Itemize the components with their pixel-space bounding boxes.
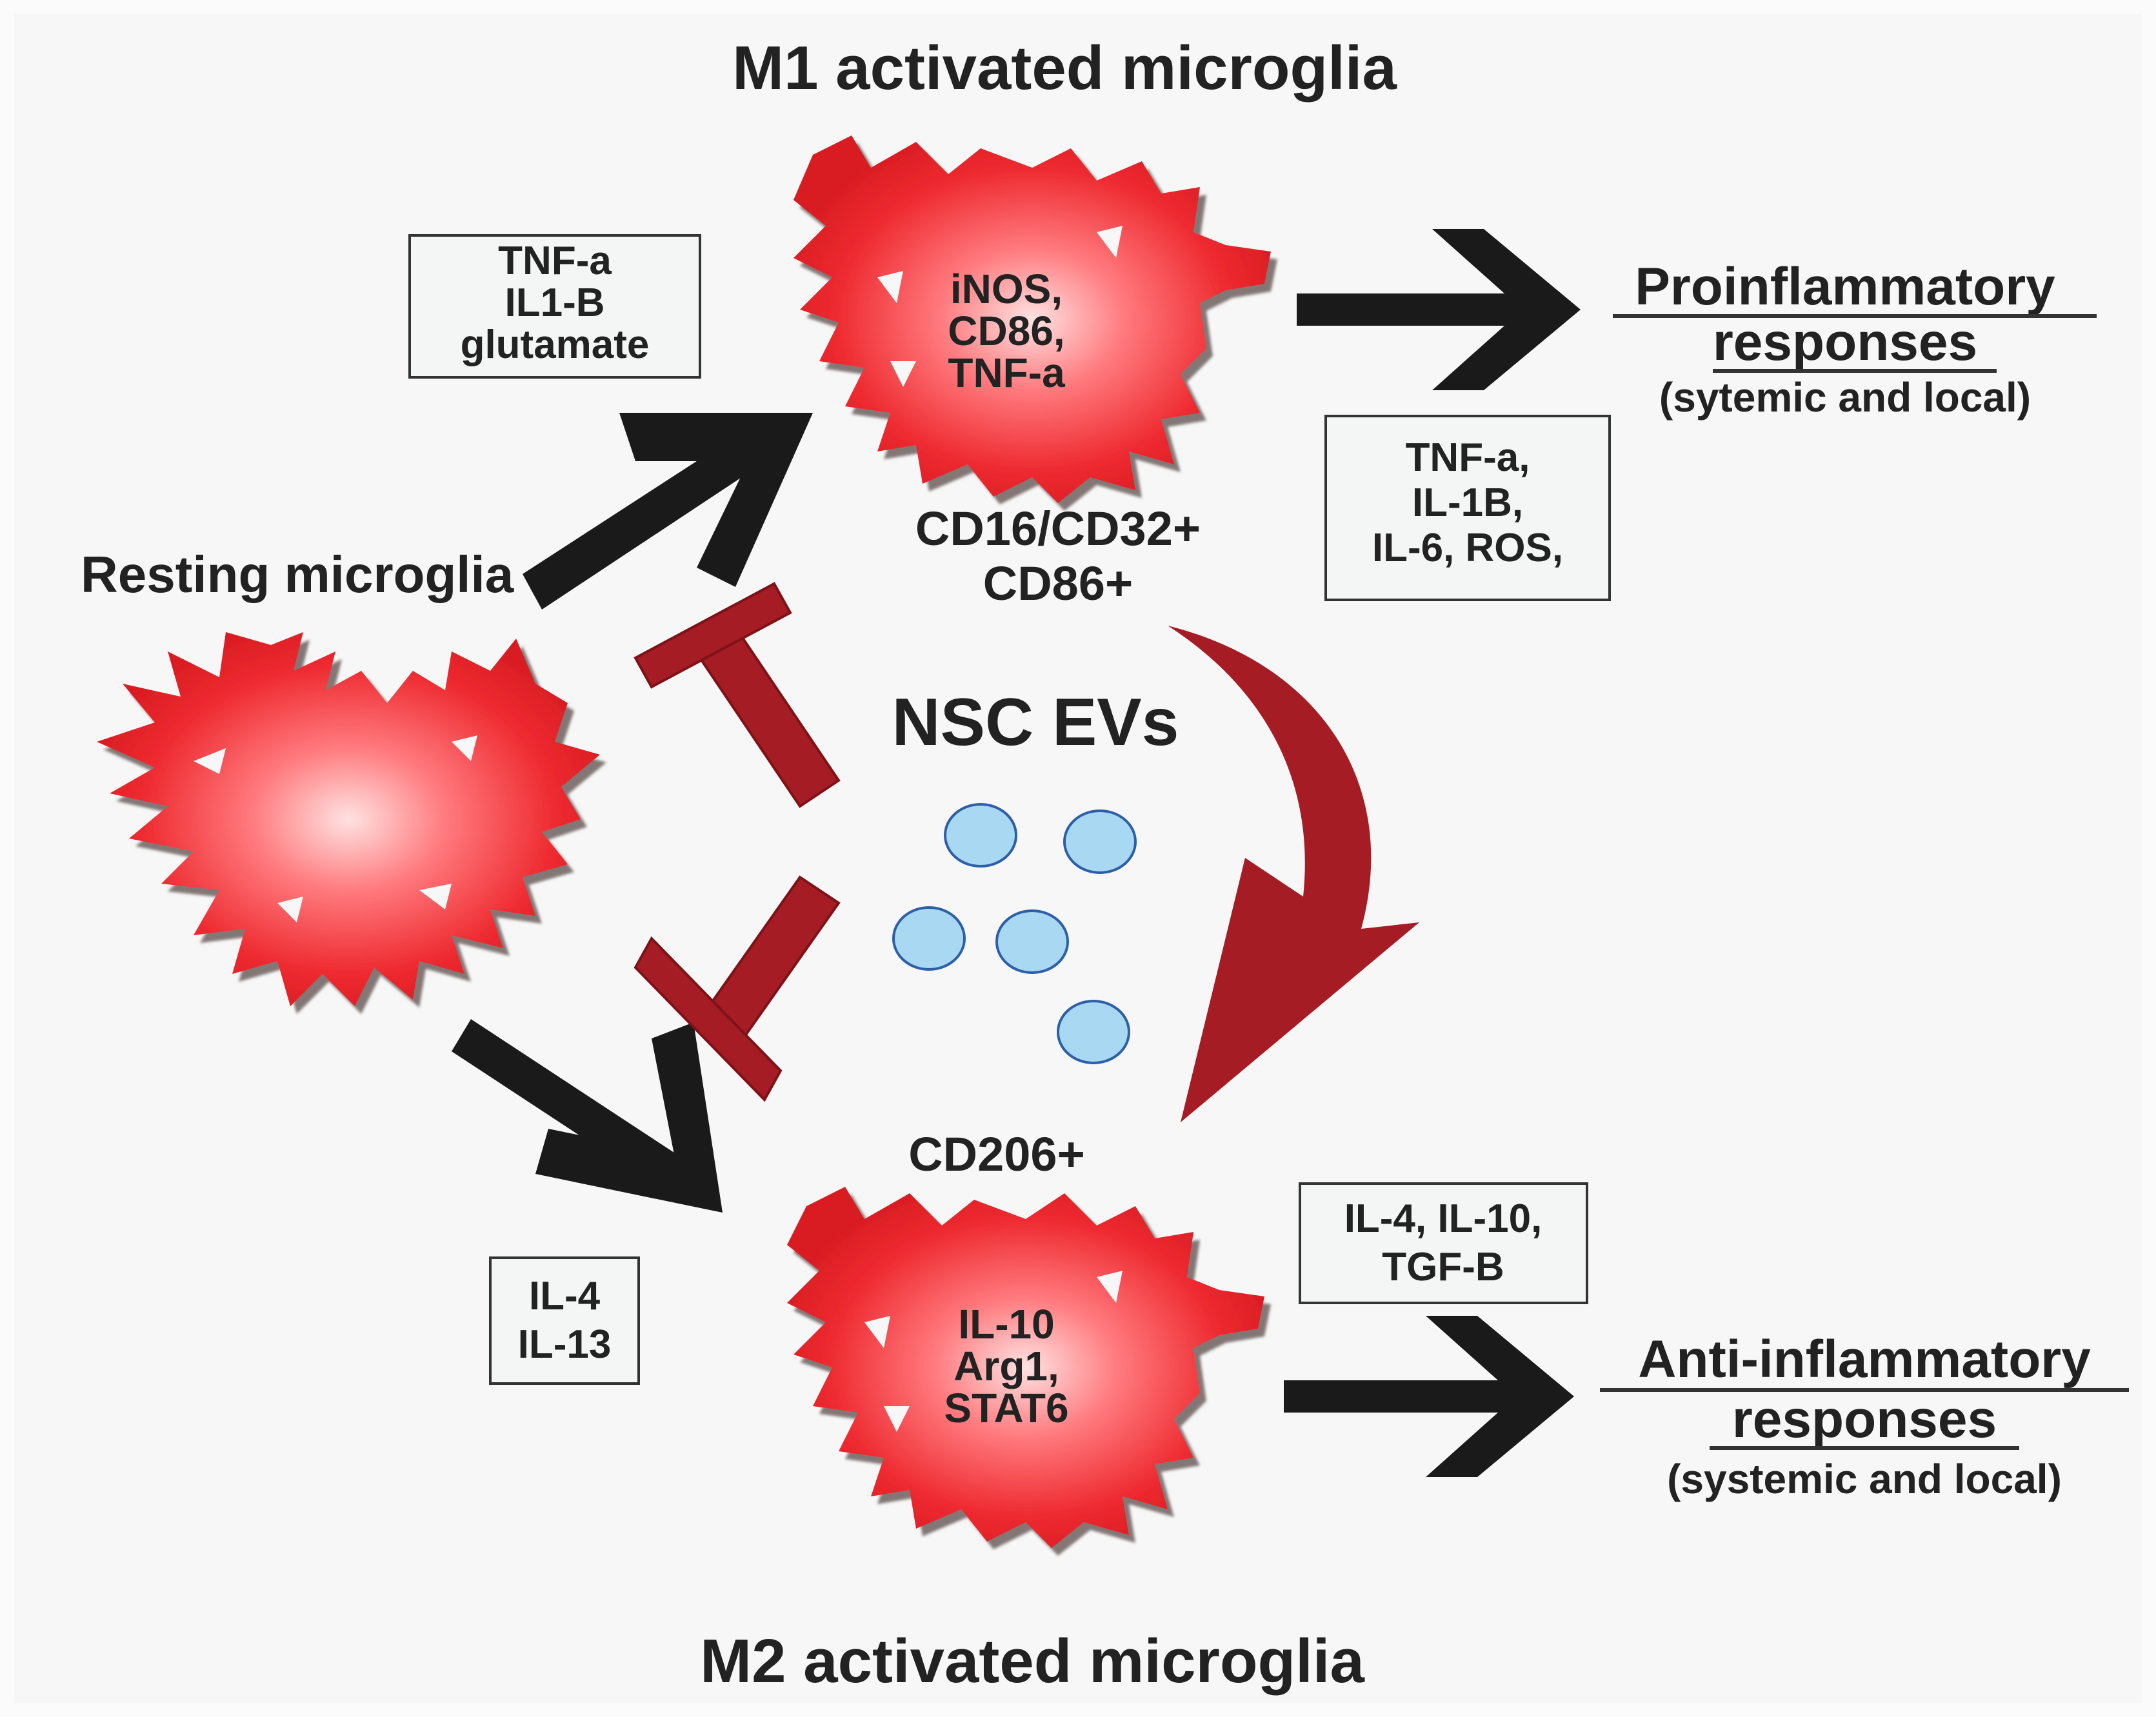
m2-marker-2: Arg1, (953, 1343, 1059, 1389)
svg-text:IL-13: IL-13 (518, 1322, 612, 1367)
m2-secreted-box: IL-4, IL-10, TGF-B (1299, 1182, 1588, 1304)
m1-marker-1: iNOS, (950, 266, 1063, 312)
extracellular-vesicle-icon (892, 803, 1137, 1064)
vesicle-4 (995, 909, 1069, 974)
svg-text:Proinflammatory: Proinflammatory (1635, 257, 2055, 316)
m2-surface-marker: CD206+ (908, 1127, 1085, 1181)
svg-text:IL-4, IL-10,: IL-4, IL-10, (1344, 1196, 1542, 1241)
resting-microglia-icon (97, 632, 600, 1006)
vesicle-1 (944, 803, 1017, 868)
svg-text:(systemic and local): (systemic and local) (1667, 1456, 2062, 1502)
vesicle-5 (1057, 1000, 1130, 1064)
m2-marker-1: IL-10 (958, 1301, 1054, 1347)
svg-text:TNF-a: TNF-a (498, 239, 612, 283)
m1-surface-marker-1: CD16/CD32+ (915, 502, 1201, 555)
m2-title: M2 activated microglia (700, 1627, 1364, 1696)
arrow-resting-to-m2 (452, 1019, 723, 1213)
inhibitor-to-m1 (634, 582, 841, 808)
resting-microglia-label: Resting microglia (81, 546, 514, 603)
proinflammatory-outcome: Proinflammatory responses (sytemic and l… (1613, 257, 2097, 421)
m2-trigger-box: IL-4 IL-13 (489, 1256, 640, 1385)
svg-text:TGF-B: TGF-B (1382, 1245, 1504, 1289)
nsc-evs-label: NSC EVs (892, 685, 1179, 760)
svg-text:(sytemic and local): (sytemic and local) (1659, 374, 2031, 421)
svg-text:IL-4: IL-4 (529, 1274, 601, 1318)
svg-text:Anti-inflammatory: Anti-inflammatory (1638, 1330, 2091, 1389)
svg-text:TNF-a,: TNF-a, (1406, 435, 1530, 480)
arrow-m1-to-proinflammatory (1297, 229, 1581, 390)
inhibitor-to-m2 (634, 875, 841, 1102)
m1-marker-2: CD86, (948, 308, 1064, 354)
svg-text:glutamate: glutamate (461, 323, 650, 367)
antiinflammatory-outcome: Anti-inflammatory responses (systemic an… (1600, 1330, 2129, 1502)
arrow-m2-to-antiinflammatory (1284, 1316, 1574, 1477)
m1-surface-marker-2: CD86+ (983, 557, 1133, 610)
vesicle-2 (1063, 809, 1137, 874)
svg-text:IL-6, ROS,: IL-6, ROS, (1372, 526, 1563, 570)
m1-trigger-box: TNF-a IL1-B glutamate (408, 234, 701, 379)
svg-text:IL1-B: IL1-B (505, 281, 605, 325)
curved-arrow-m1-to-m2 (1168, 626, 1419, 1122)
vesicle-3 (892, 906, 966, 971)
m2-microglia-icon (787, 1187, 1264, 1548)
svg-text:responses: responses (1732, 1390, 1997, 1449)
m2-marker-3: STAT6 (944, 1385, 1068, 1431)
m1-microglia-icon (794, 135, 1271, 503)
m1-title: M1 activated microglia (732, 34, 1397, 103)
m1-marker-3: TNF-a (948, 350, 1065, 396)
svg-text:responses: responses (1713, 313, 1977, 372)
m1-secreted-box: TNF-a, IL-1B, IL-6, ROS, (1324, 415, 1611, 601)
arrow-resting-to-m1 (523, 413, 813, 610)
svg-text:IL-1B,: IL-1B, (1412, 481, 1523, 525)
